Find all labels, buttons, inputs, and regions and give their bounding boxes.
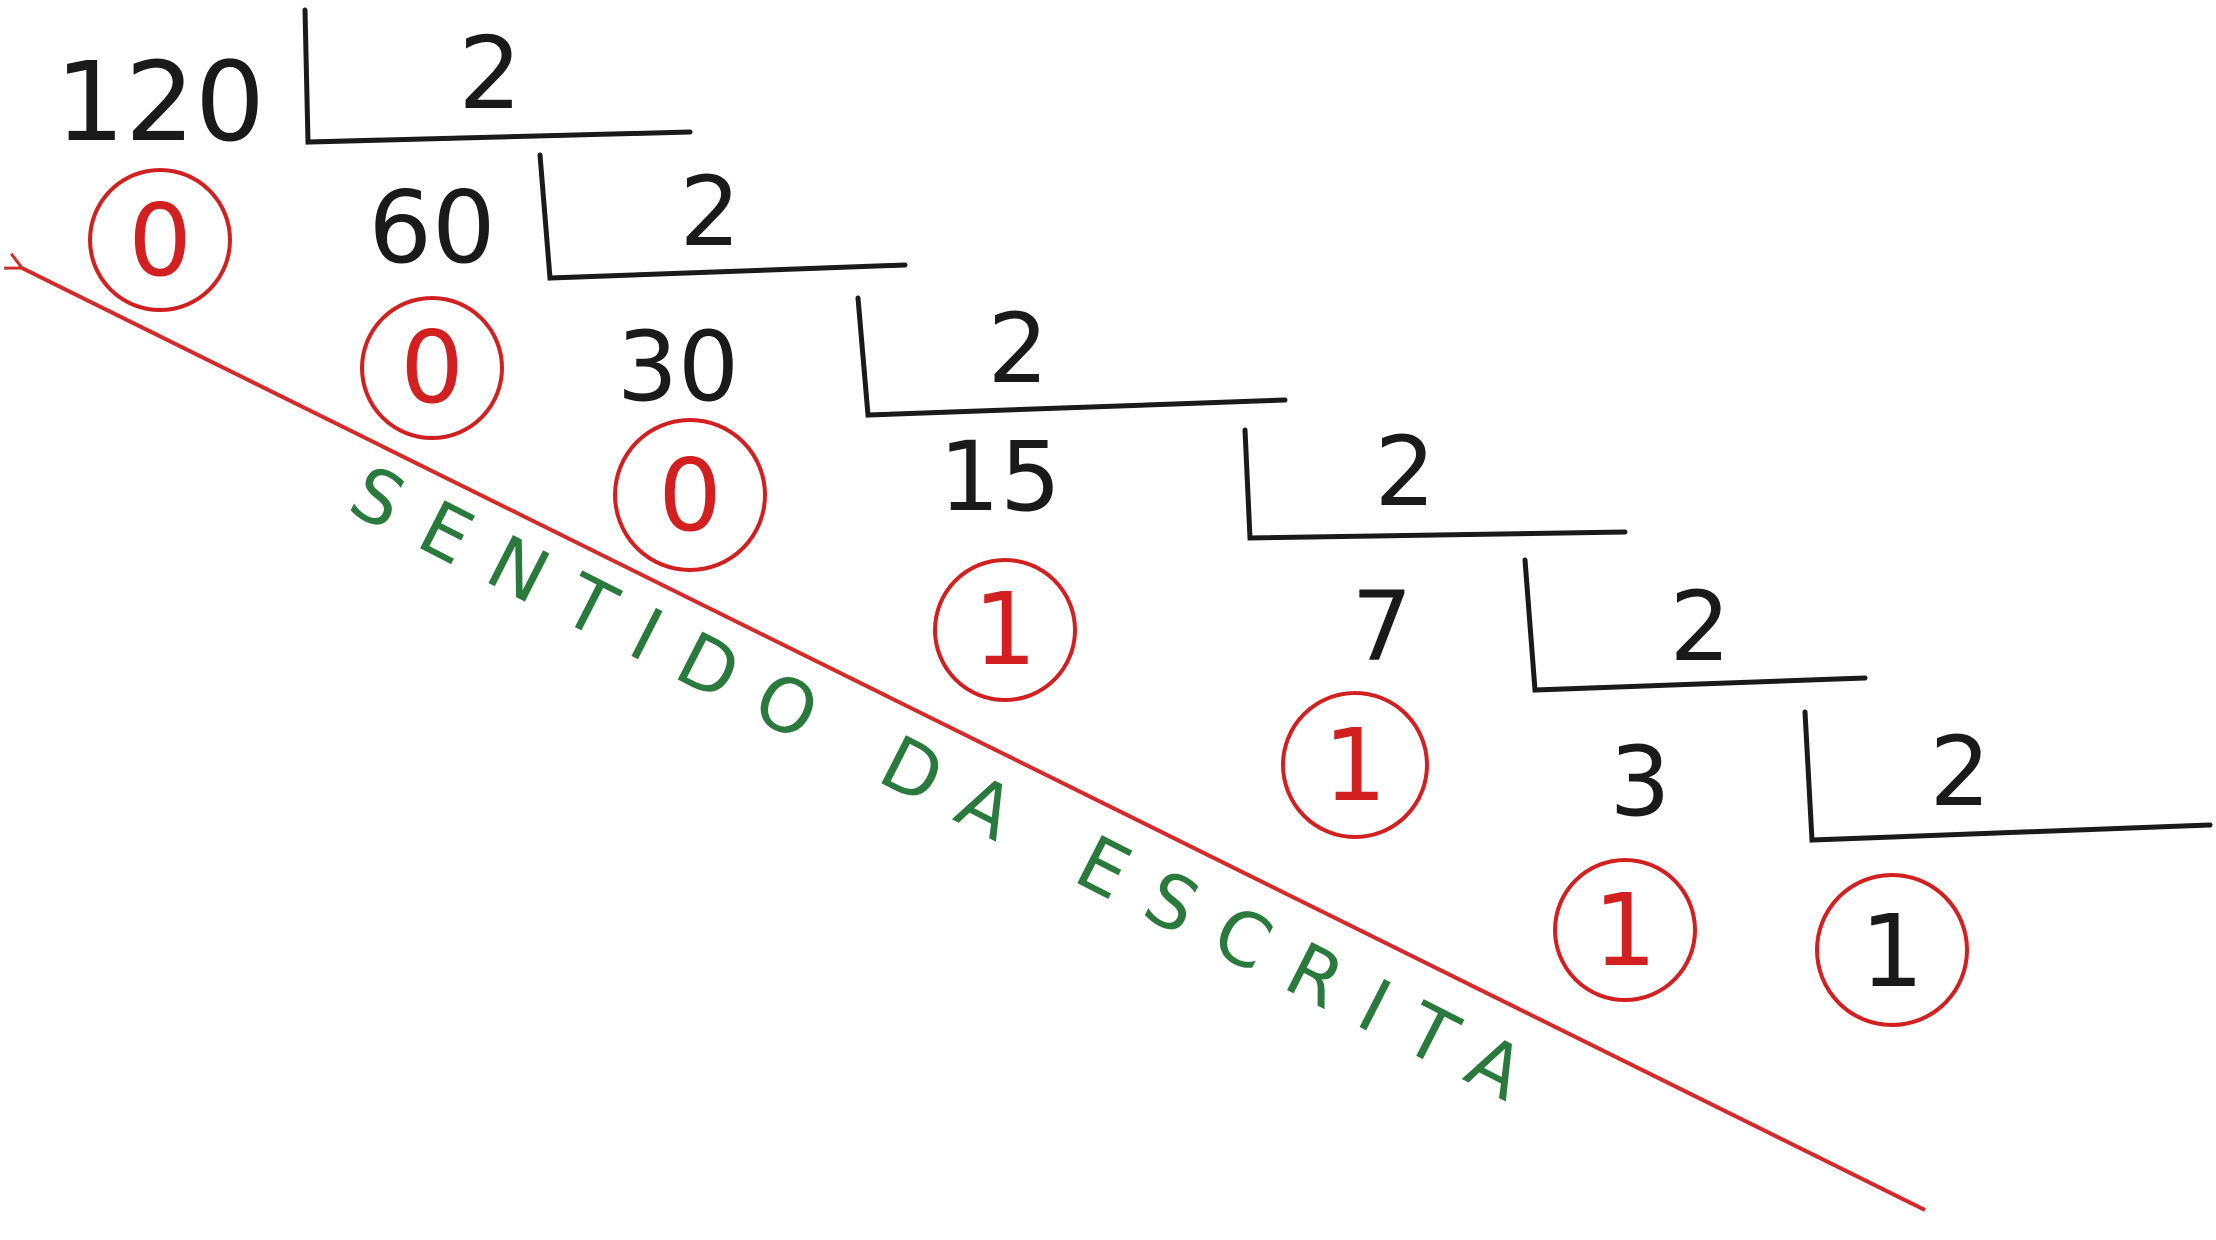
divisor-1: 2 bbox=[458, 15, 522, 132]
remainder-2: 0 bbox=[400, 309, 464, 426]
remainder-circle-4 bbox=[933, 558, 1077, 702]
division-bracket-4 bbox=[1242, 427, 1628, 541]
divisor-4: 2 bbox=[1374, 416, 1435, 528]
remainder-3: 0 bbox=[658, 437, 722, 554]
dividend-6: 3 bbox=[1609, 726, 1670, 838]
division-step-4: 15 2 1 bbox=[933, 416, 1628, 702]
remainder-circle-5 bbox=[1281, 691, 1429, 839]
division-bracket-5 bbox=[1522, 557, 1868, 693]
divisor-6: 2 bbox=[1929, 716, 1990, 828]
dividend-1: 120 bbox=[55, 38, 265, 166]
dividend-2: 60 bbox=[368, 169, 495, 286]
divisor-3: 2 bbox=[987, 293, 1048, 405]
division-bracket-2 bbox=[537, 152, 908, 281]
remainder-circle-2 bbox=[360, 296, 504, 440]
final-quotient-circle bbox=[1815, 873, 1969, 1027]
dividend-3: 30 bbox=[617, 311, 739, 423]
division-bracket-6 bbox=[1802, 709, 2213, 843]
division-step-1: 120 2 0 bbox=[55, 7, 693, 312]
reading-direction-arrow bbox=[22, 268, 1926, 1212]
remainder-circle-3 bbox=[613, 418, 767, 572]
divisor-5: 2 bbox=[1669, 571, 1730, 683]
divisor-2: 2 bbox=[679, 156, 740, 268]
division-step-3: 30 2 0 bbox=[613, 293, 1288, 572]
remainder-6: 1 bbox=[1593, 872, 1657, 989]
remainder-1: 0 bbox=[128, 182, 192, 299]
dividend-5: 7 bbox=[1351, 571, 1412, 683]
dividend-4: 15 bbox=[939, 421, 1061, 533]
remainder-circle-6 bbox=[1553, 858, 1697, 1002]
remainder-circle-1 bbox=[88, 168, 232, 312]
division-step-6: 3 2 1 bbox=[1553, 709, 2213, 1002]
division-step-5: 7 2 1 bbox=[1281, 557, 1868, 839]
division-bracket-3 bbox=[855, 295, 1288, 418]
division-step-2: 60 2 0 bbox=[360, 152, 908, 440]
remainder-4: 1 bbox=[973, 571, 1037, 688]
division-bracket-1 bbox=[302, 7, 693, 145]
remainder-5: 1 bbox=[1323, 707, 1387, 824]
final-quotient: 1 bbox=[1815, 873, 1969, 1027]
final-quotient-digit: 1 bbox=[1860, 893, 1924, 1010]
